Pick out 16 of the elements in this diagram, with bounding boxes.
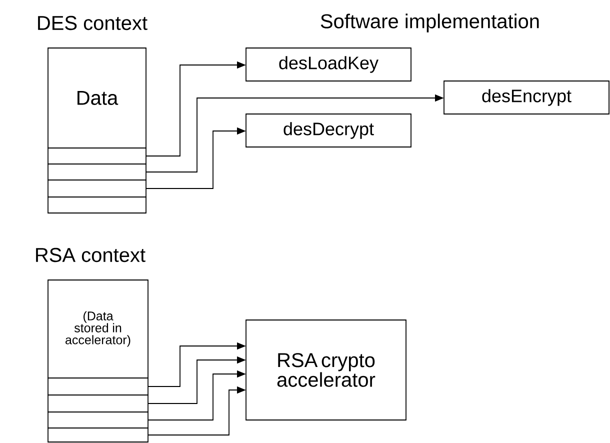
- function-box: desLoadKey: [246, 48, 412, 82]
- function-box: desDecrypt: [246, 114, 412, 148]
- slot: [48, 412, 148, 428]
- slot: [48, 180, 146, 198]
- heading: Software implementation: [320, 14, 539, 32]
- slot: [48, 394, 148, 412]
- slot: [48, 148, 146, 164]
- slot: [48, 428, 148, 442]
- slot: [48, 196, 146, 214]
- heading: RSA context: [36, 248, 146, 262]
- accelerator-box: RSA crypto accelerator: [246, 320, 406, 420]
- function-box: desEncrypt: [444, 80, 610, 114]
- data-cell: Data: [48, 48, 146, 148]
- data-cell: (Data stored in accelerator): [48, 280, 148, 378]
- slot: [48, 378, 148, 396]
- slot: [48, 164, 146, 180]
